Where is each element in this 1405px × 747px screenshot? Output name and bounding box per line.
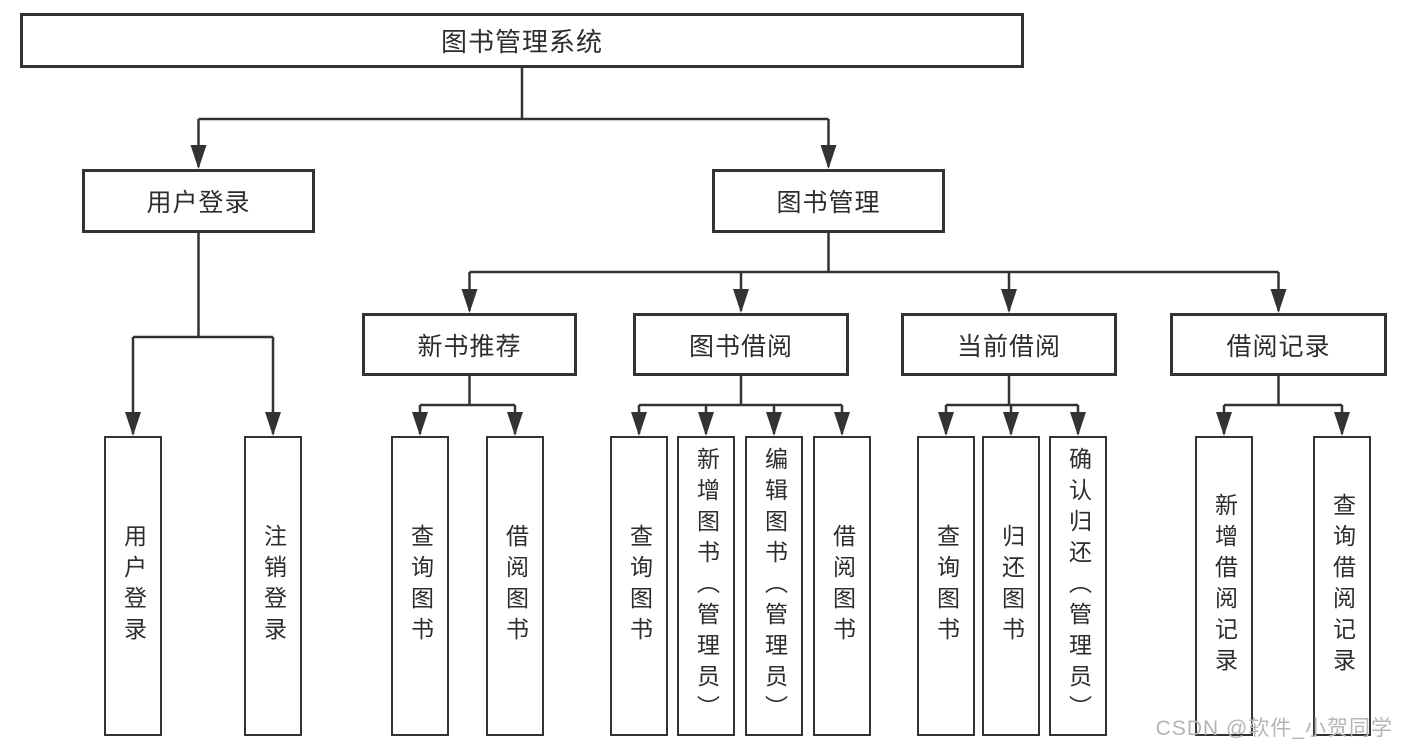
node-book-management: 图书管理 xyxy=(712,169,945,233)
arrowhead-icon xyxy=(766,412,782,436)
leaf-label: 确认归还（管理员） xyxy=(1065,446,1092,726)
leaf-label: 新增图书（管理员） xyxy=(693,446,720,726)
leaf-label: 借阅图书 xyxy=(502,524,529,648)
connector-path xyxy=(131,233,275,434)
leaf-user-login: 用户登录 xyxy=(104,436,162,736)
arrowhead-icon xyxy=(1334,412,1350,436)
arrowhead-icon xyxy=(733,289,749,313)
leaf-logout: 注销登录 xyxy=(244,436,302,736)
node-root: 图书管理系统 xyxy=(20,13,1024,68)
arrowhead-icon xyxy=(1216,412,1232,436)
leaf-label: 查询图书 xyxy=(933,524,960,648)
leaf-label: 注销登录 xyxy=(260,524,287,648)
connector-path xyxy=(468,233,1280,311)
arrowhead-icon xyxy=(1003,412,1019,436)
arrowhead-icon xyxy=(412,412,428,436)
leaf-borrow-books-recommend: 借阅图书 xyxy=(486,436,544,736)
leaf-label: 新增借阅记录 xyxy=(1211,493,1238,679)
leaf-add-borrow-record: 新增借阅记录 xyxy=(1195,436,1253,736)
leaf-label: 归还图书 xyxy=(998,524,1025,648)
leaf-label: 编辑图书（管理员） xyxy=(761,446,788,726)
connector-path xyxy=(197,68,830,167)
connector-path xyxy=(637,376,844,434)
node-borrowing-records: 借阅记录 xyxy=(1170,313,1387,376)
arrowhead-icon xyxy=(125,412,141,436)
leaf-label: 查询借阅记录 xyxy=(1329,493,1356,679)
leaf-edit-book-admin: 编辑图书（管理员） xyxy=(745,436,803,736)
arrowhead-icon xyxy=(1270,289,1287,313)
leaf-return-books: 归还图书 xyxy=(982,436,1040,736)
csdn-watermark: CSDN @软件_小贺同学 xyxy=(1155,717,1393,740)
node-user-login: 用户登录 xyxy=(82,169,315,233)
leaf-query-books-current: 查询图书 xyxy=(917,436,975,736)
node-current-borrowing: 当前借阅 xyxy=(901,313,1117,376)
leaf-label: 查询图书 xyxy=(626,524,653,648)
arrowhead-icon xyxy=(631,412,647,436)
arrowhead-icon xyxy=(698,412,714,436)
leaf-label: 查询图书 xyxy=(407,524,434,648)
connector-path xyxy=(418,376,517,434)
arrowhead-icon xyxy=(820,145,837,169)
connector-path xyxy=(1222,376,1344,434)
arrowhead-icon xyxy=(834,412,850,436)
arrowhead-icon xyxy=(938,412,954,436)
arrowhead-icon xyxy=(190,145,207,169)
arrowhead-icon xyxy=(265,412,281,436)
arrowhead-icon xyxy=(1001,289,1017,313)
leaf-confirm-return-admin: 确认归还（管理员） xyxy=(1049,436,1107,736)
arrowhead-icon xyxy=(1070,412,1086,436)
node-book-borrowing: 图书借阅 xyxy=(633,313,849,376)
node-new-book-recommendation: 新书推荐 xyxy=(362,313,577,376)
arrowhead-icon xyxy=(461,289,478,313)
leaf-borrow-books-borrowing: 借阅图书 xyxy=(813,436,871,736)
leaf-label: 用户登录 xyxy=(120,524,147,648)
leaf-add-book-admin: 新增图书（管理员） xyxy=(677,436,735,736)
arrowhead-icon xyxy=(507,412,523,436)
leaf-query-books-recommend: 查询图书 xyxy=(391,436,449,736)
leaf-query-borrow-record: 查询借阅记录 xyxy=(1313,436,1371,736)
leaf-label: 借阅图书 xyxy=(829,524,856,648)
leaf-query-books-borrowing: 查询图书 xyxy=(610,436,668,736)
